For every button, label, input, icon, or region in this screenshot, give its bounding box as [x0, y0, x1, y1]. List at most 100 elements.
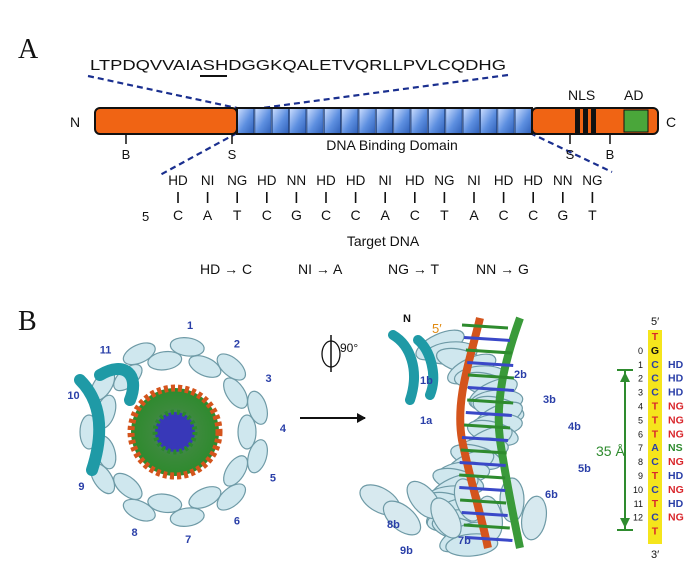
base-pair — [461, 323, 509, 330]
seq-rvd: NG — [668, 456, 684, 468]
repeat-block — [375, 107, 394, 135]
base-pair — [461, 511, 508, 517]
side-view-label: N — [403, 313, 411, 325]
seq-rvd: NG — [668, 512, 684, 524]
repeat-number: 3 — [265, 373, 271, 385]
activation-domain — [623, 109, 649, 133]
dna-base: C — [410, 207, 420, 223]
repeat-block — [427, 107, 446, 135]
helix — [188, 355, 222, 378]
repeat-domain — [236, 107, 533, 135]
repeat-block — [237, 107, 255, 135]
nls-label: NLS — [568, 87, 595, 103]
nls-band-1 — [575, 108, 580, 134]
dna-base: T — [440, 207, 449, 223]
repeat-block — [462, 107, 480, 135]
seq-base: G — [651, 345, 659, 357]
repeat-number: 4 — [280, 423, 287, 435]
n-terminal-helix — [74, 363, 140, 476]
base-pair — [463, 336, 511, 342]
helix — [216, 483, 247, 511]
seq-index: 12 — [633, 513, 643, 523]
repeat-number: 9 — [78, 481, 84, 493]
rotation-indicator: 90° — [300, 335, 366, 423]
rvd-row: HDCNIANGTHDCNNGHDCHDCNIAHDCNGTNIAHDCHDCN… — [168, 173, 602, 223]
code-nn-g: NN → G — [476, 261, 529, 277]
site-s-right: S — [566, 147, 575, 162]
seq-rvd: HD — [668, 498, 684, 510]
side-view-label: 5b — [578, 463, 591, 475]
site-s-left: S — [228, 147, 237, 162]
repeat-block — [341, 107, 359, 135]
code-hd-c: HD → C — [200, 261, 252, 277]
rvd-label: HD — [523, 173, 543, 188]
rvd-label: NG — [434, 173, 454, 188]
base-pair — [466, 536, 513, 542]
seq-base: T — [652, 428, 659, 440]
site-b-right: B — [606, 147, 615, 162]
seq-index: 8 — [638, 457, 643, 467]
dna-base: G — [557, 207, 568, 223]
dna-core — [152, 409, 198, 455]
base-pair — [467, 373, 515, 380]
rvd-label: NG — [582, 173, 602, 188]
helix — [382, 500, 422, 536]
nls-band-3 — [591, 108, 596, 134]
side-view-label: 8b — [387, 519, 400, 531]
helix — [169, 337, 205, 357]
repeat-block — [514, 107, 532, 135]
helix — [223, 377, 249, 409]
rvd-label: NI — [378, 173, 392, 188]
seq-index: 11 — [634, 499, 643, 509]
seq-index: 0 — [638, 346, 643, 356]
seq-five-prime: 5′ — [651, 316, 659, 328]
helix — [520, 495, 548, 541]
dna-base: C — [499, 207, 509, 223]
side-view-label: 1b — [420, 375, 433, 387]
helix — [169, 507, 205, 527]
dna-base: C — [262, 207, 272, 223]
dna-base: C — [528, 207, 538, 223]
side-view-label: 1a — [420, 415, 433, 427]
repeat-number: 10 — [67, 390, 79, 402]
seq-base: T — [652, 401, 659, 413]
seq-rvd: NS — [668, 442, 683, 454]
rvd-label: HD — [405, 173, 425, 188]
code-ng-t: NG → T — [388, 261, 440, 277]
seq-base: T — [652, 470, 659, 482]
code-ni-a: NI → A — [298, 261, 343, 277]
base-pair — [467, 361, 514, 367]
restriction-sites: B S S B — [122, 134, 615, 162]
seq-index: 2 — [638, 374, 643, 384]
base-pair — [460, 498, 507, 505]
five-prime-label: 5 — [142, 209, 149, 224]
peptide-sequence: LTPDQVVAIASHDGGKQALETVQRLLPVLCQDHG — [90, 58, 506, 74]
base-pair — [463, 423, 511, 430]
rvd-label: NN — [553, 173, 573, 188]
seq-rvd: NG — [668, 484, 684, 496]
dna-base: A — [469, 207, 479, 223]
base-pair — [467, 386, 515, 392]
helix — [147, 350, 183, 371]
rvd-label: HD — [494, 173, 514, 188]
seq-base: A — [651, 442, 659, 454]
panel-a-label: A — [18, 34, 39, 65]
side-view-helices — [359, 329, 548, 557]
side-view-label: 6b — [545, 489, 558, 501]
rvd-label: NN — [287, 173, 307, 188]
rvd-label: NI — [201, 173, 215, 188]
seq-base: T — [652, 331, 659, 343]
seq-three-prime: 3′ — [651, 549, 659, 561]
helix — [430, 497, 462, 539]
repeat-block — [254, 107, 272, 135]
repeat-block — [480, 107, 498, 135]
sequence-strip: 5′ 3′ TGCCCTTTACTCTCT0123456789101112HDH… — [633, 316, 684, 561]
seq-index: 7 — [638, 443, 643, 453]
helix — [247, 439, 268, 474]
seq-base: C — [651, 512, 659, 524]
repeat-block — [306, 107, 324, 135]
